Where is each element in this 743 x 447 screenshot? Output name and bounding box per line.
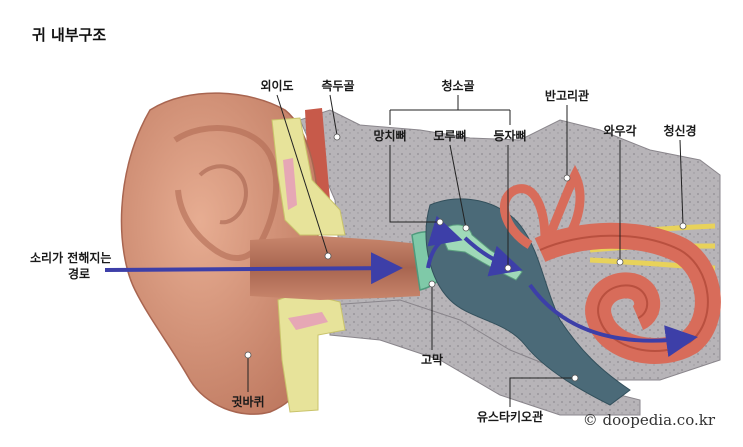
label-sound-path-1: 소리가 전해지는 (30, 250, 111, 265)
cartilage-lower (278, 292, 345, 412)
label-sound-path-2: 경로 (68, 267, 90, 281)
label-semicircular-canals: 반고리관 (545, 88, 589, 103)
label-eardrum: 고막 (421, 353, 443, 367)
label-stapes: 등자뼈 (493, 128, 526, 143)
label-incus: 모루뼈 (433, 128, 466, 143)
sound-path-arrow-1 (105, 268, 395, 270)
label-auricle: 귓바퀴 (231, 394, 264, 409)
label-temporal-bone: 측두골 (321, 78, 354, 93)
leader-ossicles (390, 95, 510, 125)
label-cochlea: 와우각 (603, 123, 636, 138)
label-auditory-nerve: 청신경 (663, 123, 696, 138)
credit-text: © doopedia.co.kr (583, 411, 716, 429)
label-ear-canal: 외이도 (260, 78, 293, 93)
page-title: 귀 내부구조 (32, 26, 106, 44)
label-ossicles: 청소골 (441, 78, 474, 93)
label-malleus: 망치뼈 (373, 128, 406, 143)
label-eustachian-tube: 유스타키오관 (477, 409, 543, 424)
